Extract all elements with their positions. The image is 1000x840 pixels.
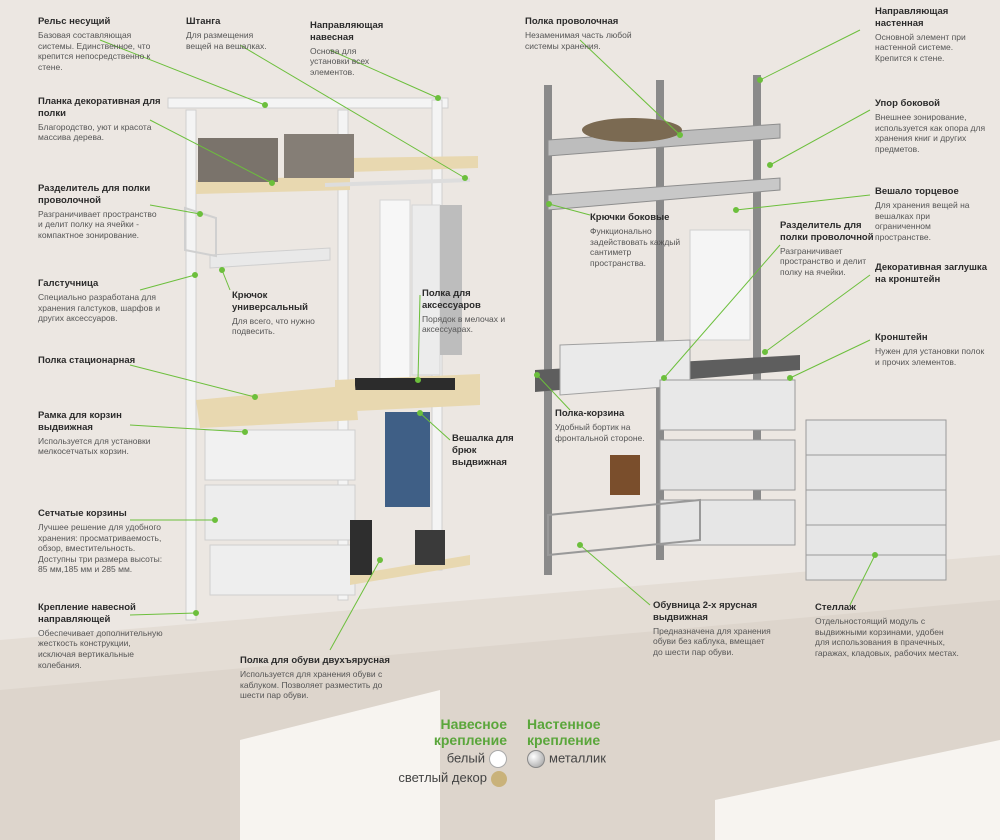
label-mesh-baskets-title: Сетчатые корзины — [38, 508, 127, 519]
label-shoe-shelf: Полка для обуви двухъярусная Используетс… — [240, 655, 390, 701]
label-shoe-rack-2tier-desc: Предназначена для хранения обуви без каб… — [653, 625, 771, 657]
label-wire-shelf-title: Полка проволочная — [525, 16, 619, 27]
label-end-hanger: Вешало торцевое Для хранения вещей на ве… — [875, 186, 985, 242]
left-system — [167, 97, 480, 621]
label-rack-desc: Отдельностоящий модуль с выдвижными корз… — [815, 615, 959, 658]
label-bracket: Кронштейн Нужен для установки полок и пр… — [875, 332, 985, 367]
label-rod-desc: Для размещения вещей на вешалках. — [186, 29, 267, 51]
label-rack-title: Стеллаж — [815, 602, 856, 613]
label-divider-right-desc: Разграничивает пространство и делит полк… — [780, 245, 867, 277]
label-divider-right: Разделитель для полки проволочной Разгра… — [780, 220, 875, 278]
label-rack: Стеллаж Отдельностоящий модуль с выдвижн… — [815, 602, 960, 658]
label-end-hanger-title: Вешало торцевое — [875, 186, 959, 197]
label-shoe-shelf-title: Полка для обуви двухъярусная — [240, 655, 390, 666]
label-side-stop: Упор боковой Внешнее зонирование, исполь… — [875, 98, 990, 154]
light-decor-swatch-icon — [491, 770, 507, 787]
label-hang-guide-title: Направляющая навесная — [310, 20, 384, 43]
label-guide-mount-desc: Обеспечивает дополнительную жесткость ко… — [38, 627, 163, 670]
label-hang-guide: Направляющая навесная Основа для установ… — [310, 20, 390, 78]
label-deco-strip: Планка декоративная для полки Благородст… — [38, 96, 163, 143]
legend-option-decor: светлый декор — [372, 770, 507, 787]
label-basket-frame-desc: Используется для установки мелкосетчатых… — [38, 435, 151, 457]
label-side-hooks-title: Крючки боковые — [590, 212, 670, 223]
label-shelf-fixed: Полка стационарная — [38, 355, 163, 367]
legend-option-white: белый — [372, 750, 507, 769]
label-shelf-accessories: Полка для аксессуаров Порядок в мелочах … — [422, 288, 512, 335]
label-trouser-hanger-title: Вешалка для брюк выдвижная — [452, 433, 514, 468]
label-rail: Рельс несущий Базовая составляющая систе… — [38, 16, 158, 72]
label-shoe-rack-2tier-title: Обувница 2-х ярусная выдвижная — [653, 600, 758, 623]
legend-option-decor-label: светлый декор — [398, 770, 487, 786]
legend-hanging-title: Навесное крепление — [433, 716, 507, 749]
label-wall-guide: Направляющая настенная Основной элемент … — [875, 6, 985, 64]
legend-wall: Настенное крепление металлик — [527, 716, 667, 769]
label-divider-left-desc: Разграничивает пространство и делит полк… — [38, 208, 157, 240]
label-guide-mount-title: Крепление навесной направляющей — [38, 602, 136, 625]
label-shelf-basket-title: Полка-корзина — [555, 408, 625, 419]
label-bracket-cap-title: Декоративная заглушка на кронштейн — [875, 262, 987, 285]
label-mesh-baskets-desc: Лучшее решение для удобного хранения: пр… — [38, 521, 163, 575]
label-hang-guide-desc: Основа для установки всех элементов. — [310, 45, 370, 77]
label-side-hooks: Крючки боковые Функционально задействова… — [590, 212, 685, 268]
legend-wall-title: Настенное крепление — [527, 716, 601, 749]
label-wire-shelf: Полка проволочная Незаменимая часть любо… — [525, 16, 635, 51]
label-side-stop-desc: Внешнее зонирование, используется как оп… — [875, 111, 986, 154]
label-deco-strip-title: Планка декоративная для полки — [38, 96, 161, 119]
legend-option-metallic: металлик — [527, 750, 667, 769]
label-tie-rack-title: Галстучница — [38, 278, 99, 289]
right-system — [535, 75, 800, 575]
label-shelf-accessories-desc: Порядок в мелочах и аксессуарах. — [422, 313, 506, 335]
label-basket-frame: Рамка для корзин выдвижная Используется … — [38, 410, 163, 457]
label-deco-strip-desc: Благородство, уют и красота массива дере… — [38, 121, 152, 143]
label-rod: Штанга Для размещения вещей на вешалках. — [186, 16, 281, 51]
label-divider-right-title: Разделитель для полки проволочной — [780, 220, 874, 243]
label-divider-left: Разделитель для полки проволочной Разгра… — [38, 183, 163, 241]
label-shoe-shelf-desc: Используется для хранения обуви с каблук… — [240, 668, 383, 701]
label-side-stop-title: Упор боковой — [875, 98, 940, 109]
label-bracket-title: Кронштейн — [875, 332, 928, 343]
label-bracket-cap: Декоративная заглушка на кронштейн — [875, 262, 990, 286]
legend-option-white-label: белый — [446, 750, 485, 766]
label-shelf-basket: Полка-корзина Удобный бортик на фронталь… — [555, 408, 650, 443]
label-rod-title: Штанга — [186, 16, 221, 27]
label-wall-guide-desc: Основной элемент при настенной системе. … — [875, 31, 966, 63]
label-shelf-fixed-title: Полка стационарная — [38, 355, 136, 366]
label-divider-left-title: Разделитель для полки проволочной — [38, 183, 151, 206]
label-shelf-accessories-title: Полка для аксессуаров — [422, 288, 481, 311]
label-end-hanger-desc: Для хранения вещей на вешалках при огран… — [875, 199, 970, 242]
label-tie-rack-desc: Специально разработана для хранения галс… — [38, 291, 161, 324]
label-hook-universal-desc: Для всего, что нужно подвесить. — [232, 315, 315, 337]
white-swatch-icon — [489, 750, 507, 769]
label-wall-guide-title: Направляющая настенная — [875, 6, 949, 29]
metallic-swatch-icon — [527, 750, 545, 769]
label-basket-frame-title: Рамка для корзин выдвижная — [38, 410, 122, 433]
legend-hanging: Навесное крепление белый светлый декор — [372, 716, 507, 787]
label-shoe-rack-2tier: Обувница 2-х ярусная выдвижная Предназна… — [653, 600, 773, 658]
label-shelf-basket-desc: Удобный бортик на фронтальной стороне. — [555, 421, 645, 443]
label-hook-universal: Крючок универсальный Для всего, что нужн… — [232, 290, 322, 337]
legend-option-metallic-label: металлик — [549, 750, 606, 766]
label-trouser-hanger: Вешалка для брюк выдвижная — [452, 433, 522, 469]
label-rail-title: Рельс несущий — [38, 16, 111, 27]
label-bracket-desc: Нужен для установки полок и прочих элеме… — [875, 345, 985, 367]
label-tie-rack: Галстучница Специально разработана для х… — [38, 278, 168, 324]
label-hook-universal-title: Крючок универсальный — [232, 290, 308, 313]
label-rail-desc: Базовая составляющая системы. Единственн… — [38, 29, 151, 72]
label-wire-shelf-desc: Незаменимая часть любой системы хранения… — [525, 29, 632, 51]
label-side-hooks-desc: Функционально задействовать каждый санти… — [590, 225, 681, 268]
label-guide-mount: Крепление навесной направляющей Обеспечи… — [38, 602, 163, 670]
label-mesh-baskets: Сетчатые корзины Лучшее решение для удоб… — [38, 508, 163, 575]
